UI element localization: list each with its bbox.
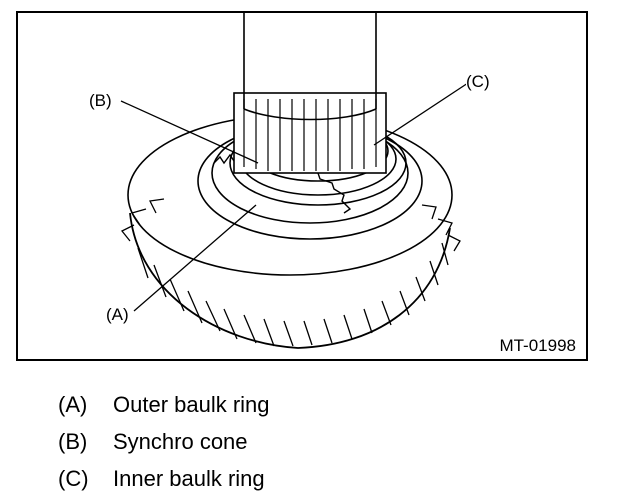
legend-item-b: (B) Synchro cone	[58, 429, 270, 466]
gear-illustration	[120, 13, 469, 349]
gear-assembly-figure: (B) (C) (A) MT-01998	[16, 11, 588, 361]
leader-line-a	[133, 204, 257, 312]
legend-key-a: (A)	[58, 392, 88, 417]
callout-c: (C)	[466, 72, 490, 91]
shaft-collar	[243, 108, 377, 121]
gear-lower-side	[129, 212, 451, 349]
gear-teeth	[120, 198, 461, 347]
legend-label-c: Inner baulk ring	[113, 466, 265, 491]
legend-item-c: (C) Inner baulk ring	[58, 466, 270, 503]
splined-sleeve	[233, 92, 387, 174]
helical-gear	[120, 13, 461, 349]
shaft	[243, 13, 377, 109]
legend-key-b: (B)	[58, 429, 88, 454]
legend-key-c: (C)	[58, 466, 89, 491]
legend-label-b: Synchro cone	[113, 429, 248, 454]
leader-lines	[120, 82, 469, 312]
legend-label-a: Outer baulk ring	[113, 392, 270, 417]
figure-id-label: MT-01998	[499, 336, 576, 355]
leader-line-b	[120, 100, 259, 164]
parts-legend: (A) Outer baulk ring (B) Synchro cone (C) I…	[58, 392, 270, 503]
legend-item-a: (A) Outer baulk ring	[58, 392, 270, 429]
leader-line-c	[373, 82, 469, 146]
callout-a: (A)	[106, 305, 129, 324]
spline-lines	[243, 99, 377, 171]
callout-b: (B)	[89, 91, 112, 110]
